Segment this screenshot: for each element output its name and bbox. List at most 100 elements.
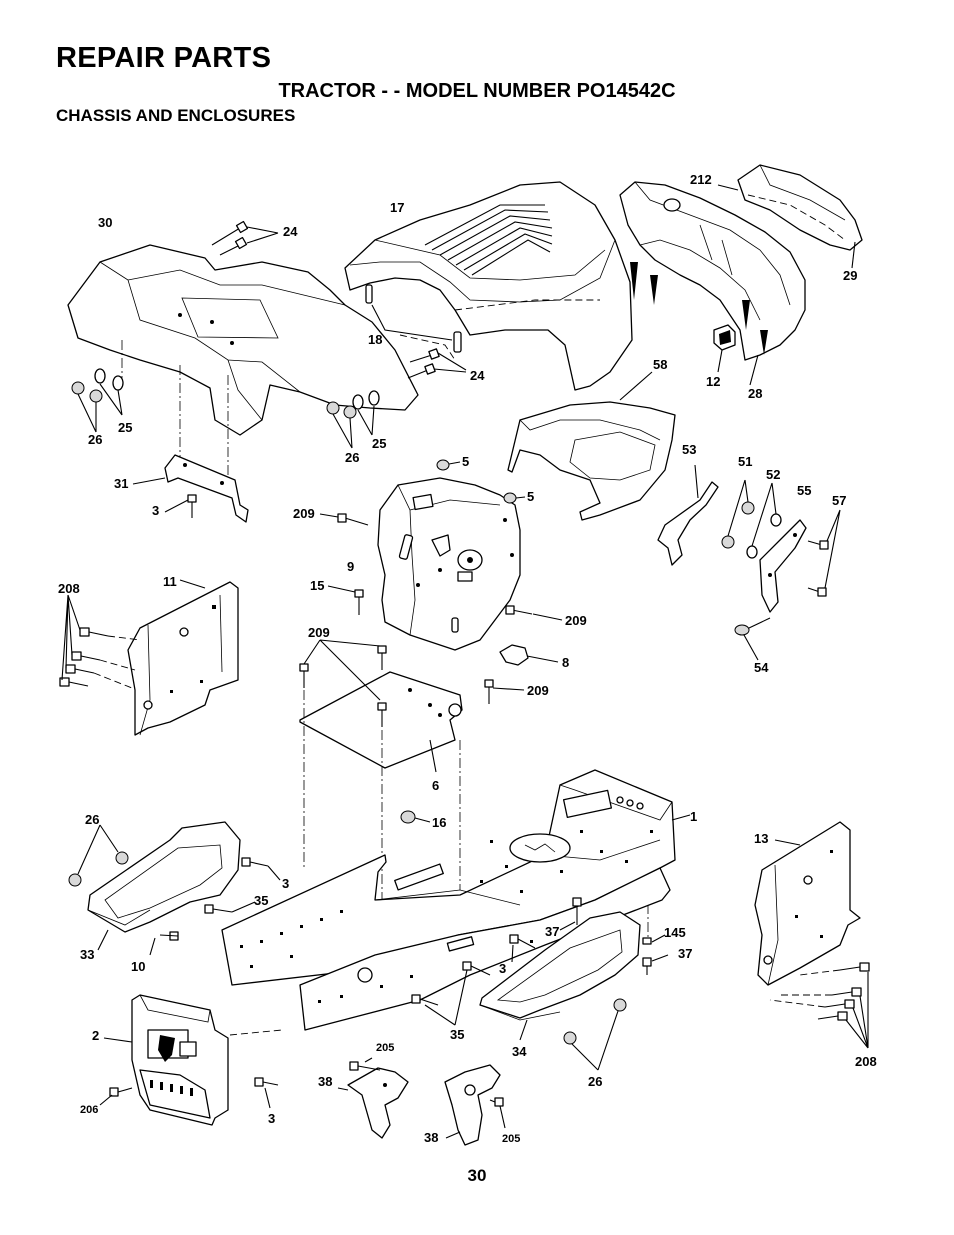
bracket-part-55[interactable] (759, 519, 807, 613)
bolt-part-208-left[interactable] (59, 594, 141, 689)
bolt-part-24-upper[interactable] (211, 220, 279, 256)
callout-57: 57 (832, 493, 846, 508)
callout-29: 29 (843, 268, 857, 283)
washer-nut-part-25-26-left[interactable] (71, 368, 124, 433)
callout-15: 15 (310, 578, 324, 593)
hood-part-17[interactable] (344, 181, 633, 391)
bracket-part-38-left[interactable] (337, 1067, 409, 1139)
nut-part-26-left[interactable] (68, 824, 129, 887)
bushing-part-16[interactable] (400, 810, 431, 824)
page-number: 30 (467, 1166, 487, 1185)
callout-24: 24 (470, 368, 485, 383)
screw-part-205-right[interactable] (489, 1097, 506, 1129)
callout-12: 12 (706, 374, 720, 389)
footrest-part-34[interactable] (479, 911, 641, 1041)
callout-206: 206 (80, 1104, 98, 1116)
grille-housing-part-28[interactable] (619, 181, 806, 386)
bracket-part-31[interactable] (132, 454, 249, 523)
callout-26: 26 (345, 450, 359, 465)
grille-part-212-29[interactable] (717, 164, 863, 269)
callout-38: 38 (424, 1130, 438, 1145)
frame-part-1[interactable] (221, 769, 691, 1031)
model-subtitle: TRACTOR - - MODEL NUMBER PO14542C (278, 80, 676, 102)
screw-part-205-left[interactable] (349, 1057, 381, 1071)
bolt-part-24-lower[interactable] (407, 348, 467, 379)
callout-26: 26 (588, 1074, 602, 1089)
bracket-part-53[interactable] (657, 464, 719, 566)
housing-part-2[interactable] (103, 994, 229, 1126)
bracket-part-38-right[interactable] (444, 1064, 501, 1146)
bolt-part-3-35-frame[interactable] (411, 934, 536, 1026)
side-panel-part-13[interactable] (754, 821, 861, 986)
screw-part-3-upper[interactable] (164, 494, 197, 518)
callout-26: 26 (88, 432, 102, 447)
nut-part-26-right[interactable] (563, 998, 627, 1071)
callout-28: 28 (748, 386, 762, 401)
plate-part-6[interactable] (299, 671, 463, 773)
callout-33: 33 (80, 947, 94, 962)
bolt-part-208-right[interactable] (769, 962, 870, 1049)
callout-17: 17 (390, 200, 404, 215)
callout-37: 37 (678, 946, 692, 961)
callout-205: 205 (376, 1042, 394, 1054)
pin-part-18[interactable] (365, 284, 462, 353)
fender-part-30[interactable] (67, 244, 419, 436)
callout-208: 208 (855, 1054, 877, 1069)
callout-58: 58 (653, 357, 667, 372)
callout-2: 2 (92, 1028, 99, 1043)
page-title: REPAIR PARTS (56, 42, 272, 74)
clip-part-8[interactable] (499, 644, 559, 666)
knob-part-54[interactable] (734, 617, 771, 661)
callout-35: 35 (254, 893, 268, 908)
callout-1: 1 (690, 809, 697, 824)
callout-209: 209 (293, 506, 315, 521)
callout-209: 209 (308, 625, 330, 640)
bumper-part-12[interactable] (713, 324, 736, 373)
screw-part-15[interactable] (327, 585, 364, 615)
callout-3: 3 (282, 876, 289, 891)
callout-38: 38 (318, 1074, 332, 1089)
callout-18: 18 (368, 332, 382, 347)
washer-nut-part-25-26-right[interactable] (326, 390, 380, 449)
nut-washer-part-51-52[interactable] (721, 479, 782, 559)
callout-208: 208 (58, 581, 80, 596)
bolt-part-57[interactable] (807, 509, 841, 597)
dash-shield-part-58[interactable] (507, 371, 676, 521)
callout-25: 25 (372, 436, 386, 451)
side-panel-part-11[interactable] (127, 579, 239, 736)
callout-212: 212 (690, 172, 712, 187)
footrest-part-33[interactable] (87, 821, 241, 951)
callout-3: 3 (152, 503, 159, 518)
callout-53: 53 (682, 442, 696, 457)
callout-24: 24 (283, 224, 298, 239)
callout-16: 16 (432, 815, 446, 830)
callout-3: 3 (499, 961, 506, 976)
callout-209: 209 (527, 683, 549, 698)
dash-panel-part-9[interactable] (377, 477, 521, 651)
bolt-part-37-145[interactable] (559, 897, 669, 975)
screw-part-209-dash[interactable] (319, 513, 563, 621)
callout-6: 6 (432, 778, 439, 793)
callout-52: 52 (766, 467, 780, 482)
section-title: CHASSIS AND ENCLOSURES (56, 106, 296, 125)
callout-34: 34 (512, 1044, 527, 1059)
callout-5: 5 (527, 489, 534, 504)
callout-5: 5 (462, 454, 469, 469)
callout-13: 13 (754, 831, 768, 846)
callout-205: 205 (502, 1133, 520, 1145)
screw-part-206-3[interactable] (99, 1077, 279, 1109)
bolt-part-3-35-10[interactable] (149, 857, 281, 956)
callout-31: 31 (114, 476, 128, 491)
callout-55: 55 (797, 483, 811, 498)
callout-8: 8 (562, 655, 569, 670)
callout-9: 9 (347, 559, 354, 574)
callout-26: 26 (85, 812, 99, 827)
callout-51: 51 (738, 454, 752, 469)
callout-labels: 1 2 3 3 3 3 5 5 6 8 9 10 11 12 13 15 16 … (58, 172, 877, 1145)
screw-part-209-plate[interactable] (299, 639, 525, 727)
callout-10: 10 (131, 959, 145, 974)
callout-145: 145 (664, 925, 686, 940)
callout-209: 209 (565, 613, 587, 628)
plug-part-5[interactable] (436, 459, 526, 504)
